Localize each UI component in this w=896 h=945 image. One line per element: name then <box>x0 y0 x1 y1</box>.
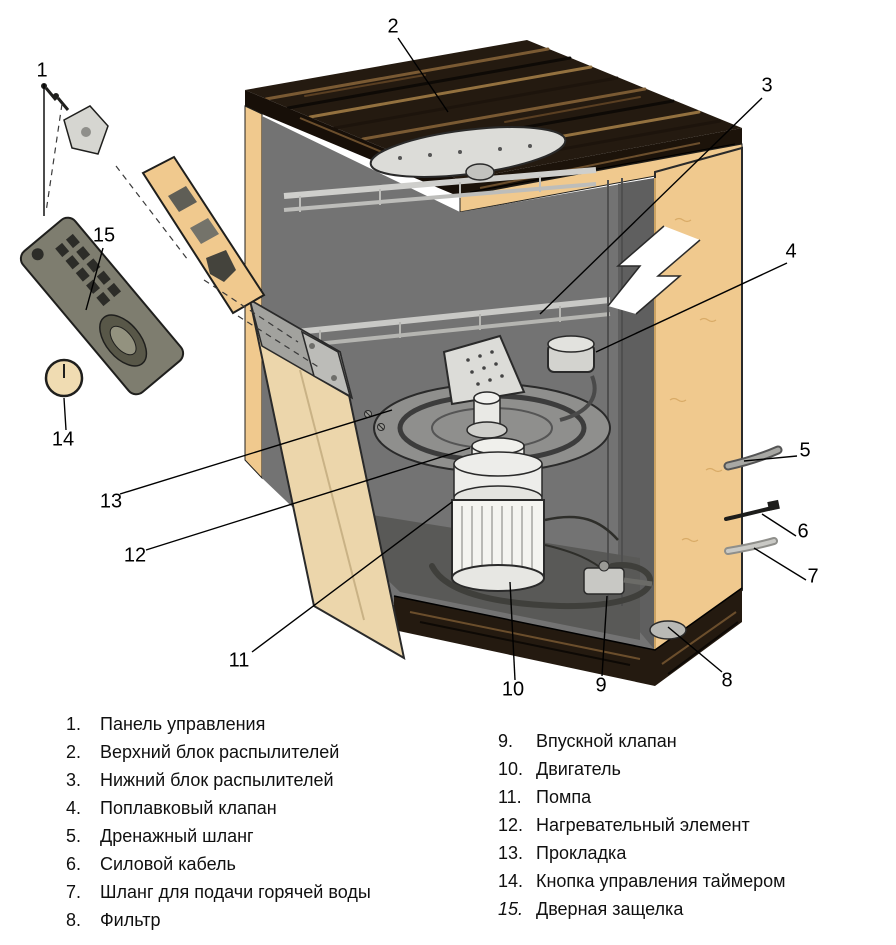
legend-item: 14. Кнопка управления таймером <box>498 867 786 895</box>
legend-item: 15. Дверная защелка <box>498 895 786 923</box>
mounting-screws <box>41 83 70 111</box>
control-panel-fascia <box>19 216 185 396</box>
callout-3: 3 <box>761 74 773 97</box>
inlet-valve <box>583 560 653 595</box>
legend-left-column: 1. Панель управления 2. Верхний блок рас… <box>66 710 371 934</box>
legend-item-number: 13. <box>498 843 524 863</box>
door-hinge-bracket <box>300 330 352 398</box>
legend-item-label: Нижний блок распылителей <box>100 770 334 790</box>
legend-item-label: Поплавковый клапан <box>100 798 277 818</box>
callout-14: 14 <box>51 428 75 451</box>
callout-13: 13 <box>99 490 123 513</box>
legend-item-label: Кнопка управления таймером <box>536 871 786 891</box>
legend-item: 9. Впускной клапан <box>498 727 786 755</box>
legend-item-label: Дверная защелка <box>536 899 684 919</box>
legend-item-number: 9. <box>498 731 514 751</box>
legend-item: 12. Нагревательный элемент <box>498 811 786 839</box>
legend-item: 6. Силовой кабель <box>66 850 371 878</box>
upper-spray-arm <box>369 126 567 181</box>
legend-item-number: 6. <box>66 854 82 874</box>
latch-mechanism <box>206 250 236 282</box>
legend-item: 13. Прокладка <box>498 839 786 867</box>
callout-7: 7 <box>807 565 819 588</box>
legend-right-column: 9. Впускной клапан 10. Двигатель 11. Пом… <box>498 727 786 923</box>
legend-item: 11. Помпа <box>498 783 786 811</box>
callout-10: 10 <box>501 678 525 701</box>
legend-item-number: 4. <box>66 798 82 818</box>
countertop <box>245 40 742 197</box>
legend-item-number: 12. <box>498 815 524 835</box>
callout-1: 1 <box>36 59 48 82</box>
legend-item: 8. Фильтр <box>66 906 371 934</box>
legend-item-number: 3. <box>66 770 82 790</box>
callout-11: 11 <box>228 649 250 672</box>
legend-item: 1. Панель управления <box>66 710 371 738</box>
legend-item-label: Верхний блок распылителей <box>100 742 340 762</box>
legend-item-number: 15. <box>498 899 524 919</box>
legend-item-number: 1. <box>66 714 82 734</box>
power-cable <box>724 499 780 521</box>
legend-item-label: Помпа <box>536 787 592 807</box>
callout-12: 12 <box>123 544 147 567</box>
legend-item-label: Впускной клапан <box>536 731 677 751</box>
leader-lines <box>43 37 807 681</box>
legend-item-number: 2. <box>66 742 82 762</box>
heater-tube <box>429 562 653 610</box>
legend-item: 4. Поплавковый клапан <box>66 794 371 822</box>
drain-hose <box>723 445 783 471</box>
upper-rack <box>283 167 597 212</box>
filter <box>649 620 687 640</box>
hot-water-hose <box>724 537 778 555</box>
legend-item: 2. Верхний блок распылителей <box>66 738 371 766</box>
control-panel-assembly <box>19 83 321 398</box>
middle-rack <box>295 297 611 348</box>
door-screws <box>364 410 385 431</box>
hoses <box>723 445 783 555</box>
lower-spray-assembly <box>442 334 526 439</box>
legend-item: 5. Дренажный шланг <box>66 822 371 850</box>
mounting-bracket <box>63 105 109 155</box>
legend-item-number: 8. <box>66 910 82 930</box>
float-valve <box>547 335 597 422</box>
timer-knob <box>44 358 84 398</box>
legend-item-number: 5. <box>66 826 82 846</box>
legend-item-label: Силовой кабель <box>100 854 236 874</box>
legend-item-label: Шланг для подачи горячей воды <box>100 882 371 902</box>
legend-item: 3. Нижний блок распылителей <box>66 766 371 794</box>
legend-item-label: Нагревательный элемент <box>536 815 750 835</box>
legend-item-label: Панель управления <box>100 714 266 734</box>
callout-8: 8 <box>721 669 733 692</box>
callout-15: 15 <box>92 224 116 247</box>
legend-item-number: 14. <box>498 871 524 891</box>
callout-5: 5 <box>799 439 811 462</box>
break-mark <box>607 225 701 315</box>
legend-item: 10. Двигатель <box>498 755 786 783</box>
callout-4: 4 <box>785 240 797 263</box>
legend-item-number: 7. <box>66 882 82 902</box>
legend-item-number: 11. <box>498 787 522 807</box>
legend-item-label: Фильтр <box>100 910 161 930</box>
callout-9: 9 <box>595 674 607 697</box>
legend-item: 7. Шланг для подачи горячей воды <box>66 878 371 906</box>
callout-6: 6 <box>797 520 809 543</box>
callout-2: 2 <box>387 15 399 38</box>
motor <box>451 499 545 592</box>
dishwasher-diagram <box>19 37 807 686</box>
assembly-dashed-lines <box>45 103 321 369</box>
legend-item-number: 10. <box>498 759 524 779</box>
legend-item-label: Двигатель <box>536 759 621 779</box>
legend-item-label: Прокладка <box>536 843 627 863</box>
legend-item-label: Дренажный шланг <box>100 826 254 846</box>
